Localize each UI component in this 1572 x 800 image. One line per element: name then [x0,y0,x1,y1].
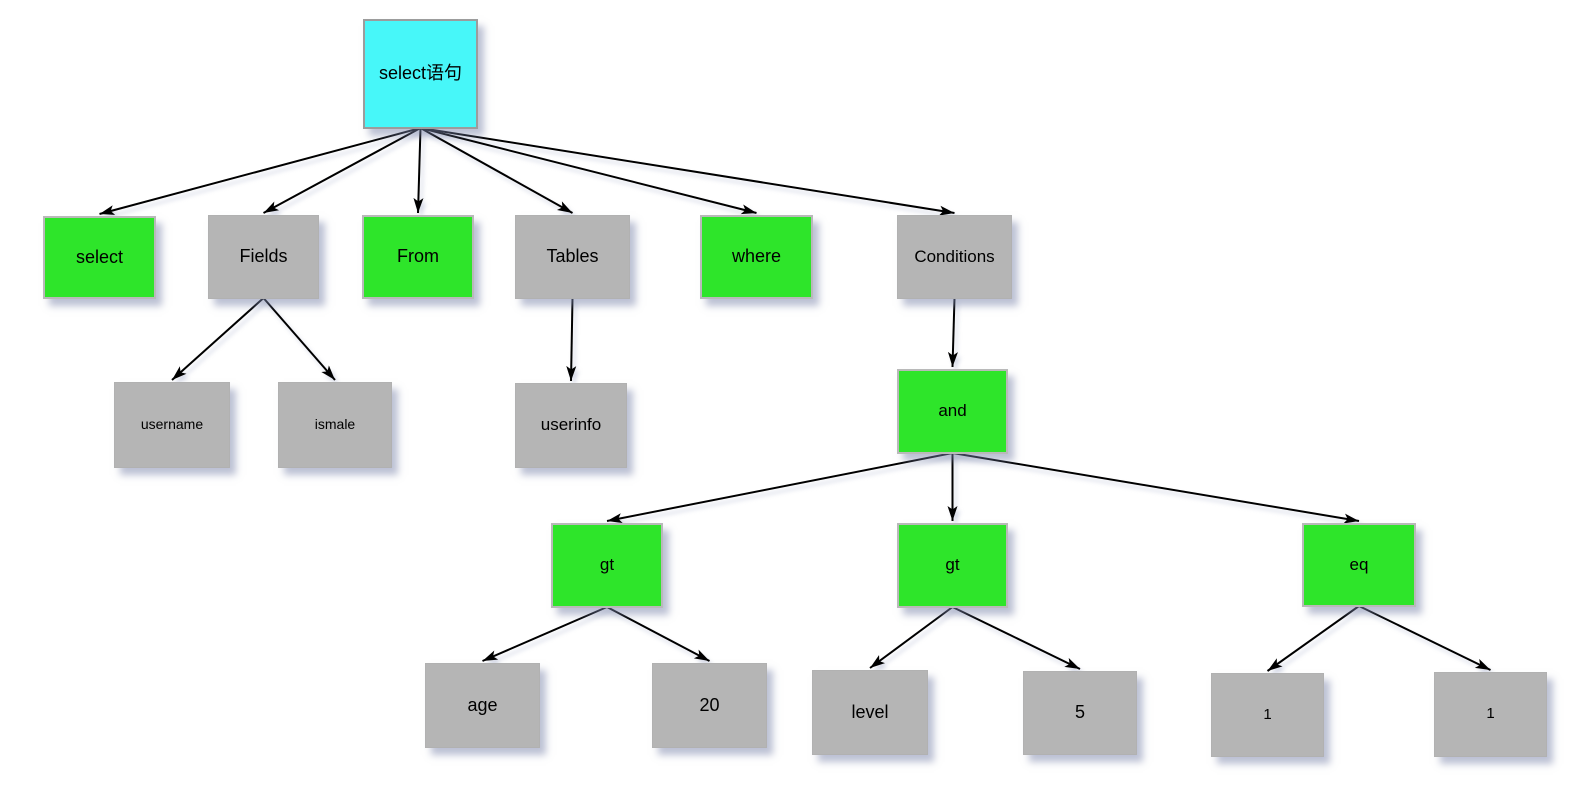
tree-node-label: From [397,246,439,267]
tree-node-select: select [43,216,156,299]
tree-node-eq: eq [1302,523,1416,607]
tree-node-label: eq [1349,554,1369,574]
edge-gt2-level [869,606,954,669]
edge-gt1-age [482,606,608,662]
tree-node-from: From [362,215,474,299]
tree-node-gt2: gt [897,523,1008,608]
tree-node-label: where [731,246,782,267]
tree-node-label: Conditions [914,246,995,266]
tree-node-label: ismale [314,416,356,433]
tree-node-label: 5 [1074,702,1085,723]
tree-node-label: gt [599,555,615,575]
tree-node-age: age [425,663,540,748]
tree-node-tables: Tables [515,215,630,299]
tree-node-label: Tables [546,246,599,267]
edge-root-select [99,127,421,215]
tree-node-label: 20 [699,694,720,715]
tree-node-where: where [700,215,813,299]
tree-node-v1a: 1 [1211,673,1324,757]
tree-node-label: userinfo [540,415,602,435]
edge-eq-v1a [1266,605,1360,672]
tree-node-fields: Fields [208,215,319,299]
edge-gt1-v20 [606,606,710,662]
edge-root-fields [263,127,421,214]
tree-node-label: gt [945,555,960,575]
edge-and-eq [952,452,1360,524]
edge-fields-ismale [262,297,336,381]
edge-and-gt1 [606,452,953,524]
tree-node-label: select语句 [378,63,463,84]
tree-node-label: 1 [1486,705,1495,723]
edge-conditions-and [947,297,958,368]
tree-node-userinfo: userinfo [515,383,627,468]
edge-fields-username [171,297,265,381]
tree-node-v20: 20 [652,663,767,748]
tree-node-level: level [812,670,928,755]
tree-node-label: age [467,694,498,715]
tree-node-label: 1 [1263,705,1272,723]
tree-node-root: select语句 [363,19,478,129]
tree-node-label: Fields [239,246,288,267]
edge-root-tables [420,127,573,214]
tree-node-label: level [851,701,889,722]
tree-node-ismale: ismale [278,382,392,468]
edge-eq-v1b [1358,605,1491,671]
tree-node-and: and [897,369,1008,454]
edge-root-conditions [420,127,955,216]
tree-node-username: username [114,382,230,468]
tree-node-label: username [140,416,204,433]
tree-node-gt1: gt [551,523,663,608]
tree-node-conditions: Conditions [897,215,1012,299]
tree-node-label: and [938,401,967,421]
tree-node-label: select [75,246,124,267]
edge-root-from [413,127,424,214]
tree-node-v5: 5 [1023,671,1137,755]
edge-tables-userinfo [566,297,577,382]
edge-gt2-v5 [952,606,1081,670]
tree-node-v1b: 1 [1434,672,1547,757]
edge-root-where [420,127,757,215]
